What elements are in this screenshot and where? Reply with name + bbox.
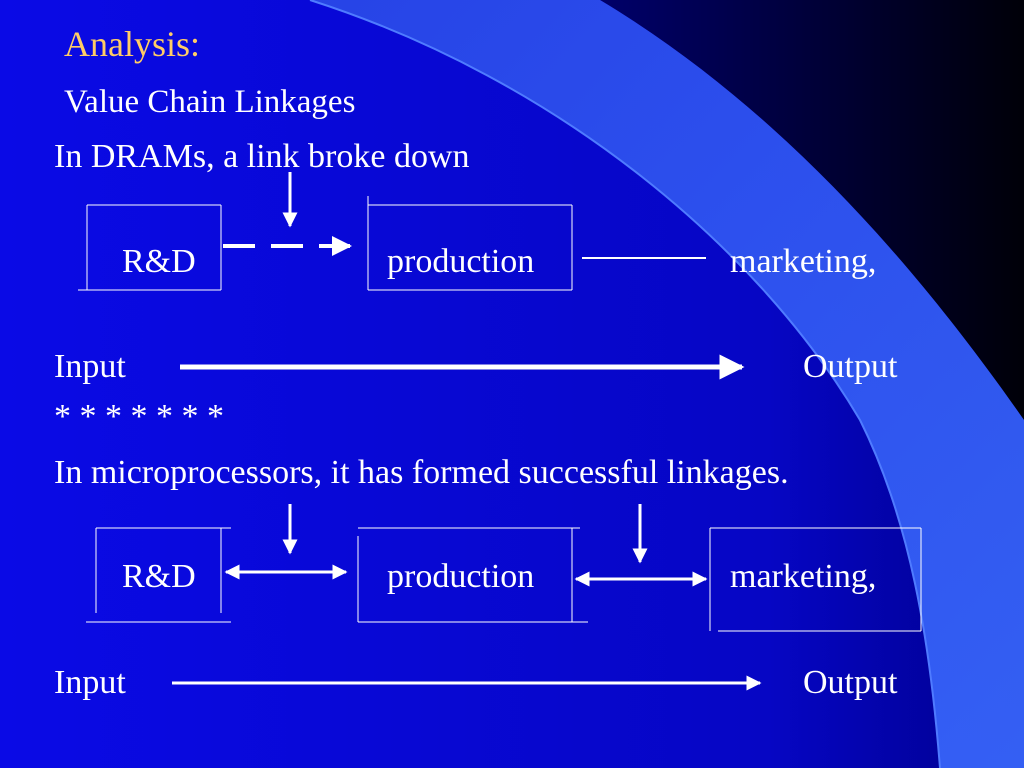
section1-box-label-rd: R&D (122, 243, 196, 280)
section1-output-label: Output (803, 348, 898, 385)
separator-stars: * * * * * * * (54, 398, 224, 435)
section1-box-production (367, 196, 573, 291)
light-swoosh-shape (310, 0, 1024, 768)
section1-heading: In DRAMs, a link broke down (54, 138, 470, 175)
section1-label-marketing: marketing, (730, 243, 877, 280)
slide-subtitle: Value Chain Linkages (64, 84, 356, 120)
section2-output-label: Output (803, 664, 898, 701)
section1-input-label: Input (54, 348, 126, 385)
section1-box-label-production: production (387, 243, 535, 280)
section2-box-marketing (709, 527, 922, 632)
slide-title: Analysis: (64, 24, 201, 64)
dark-corner-shape (600, 0, 1024, 420)
section2-heading: In microprocessors, it has formed succes… (54, 454, 789, 491)
section2-box-production (357, 527, 588, 623)
swoosh-outline (309, 0, 941, 768)
section2-box-label-rd: R&D (122, 558, 196, 595)
section2-box-label-production: production (387, 558, 535, 595)
section2-input-label: Input (54, 664, 126, 701)
section1-box-rd (78, 204, 222, 291)
section2-box-label-marketing: marketing, (730, 558, 877, 595)
section2-box-rd (86, 527, 231, 623)
